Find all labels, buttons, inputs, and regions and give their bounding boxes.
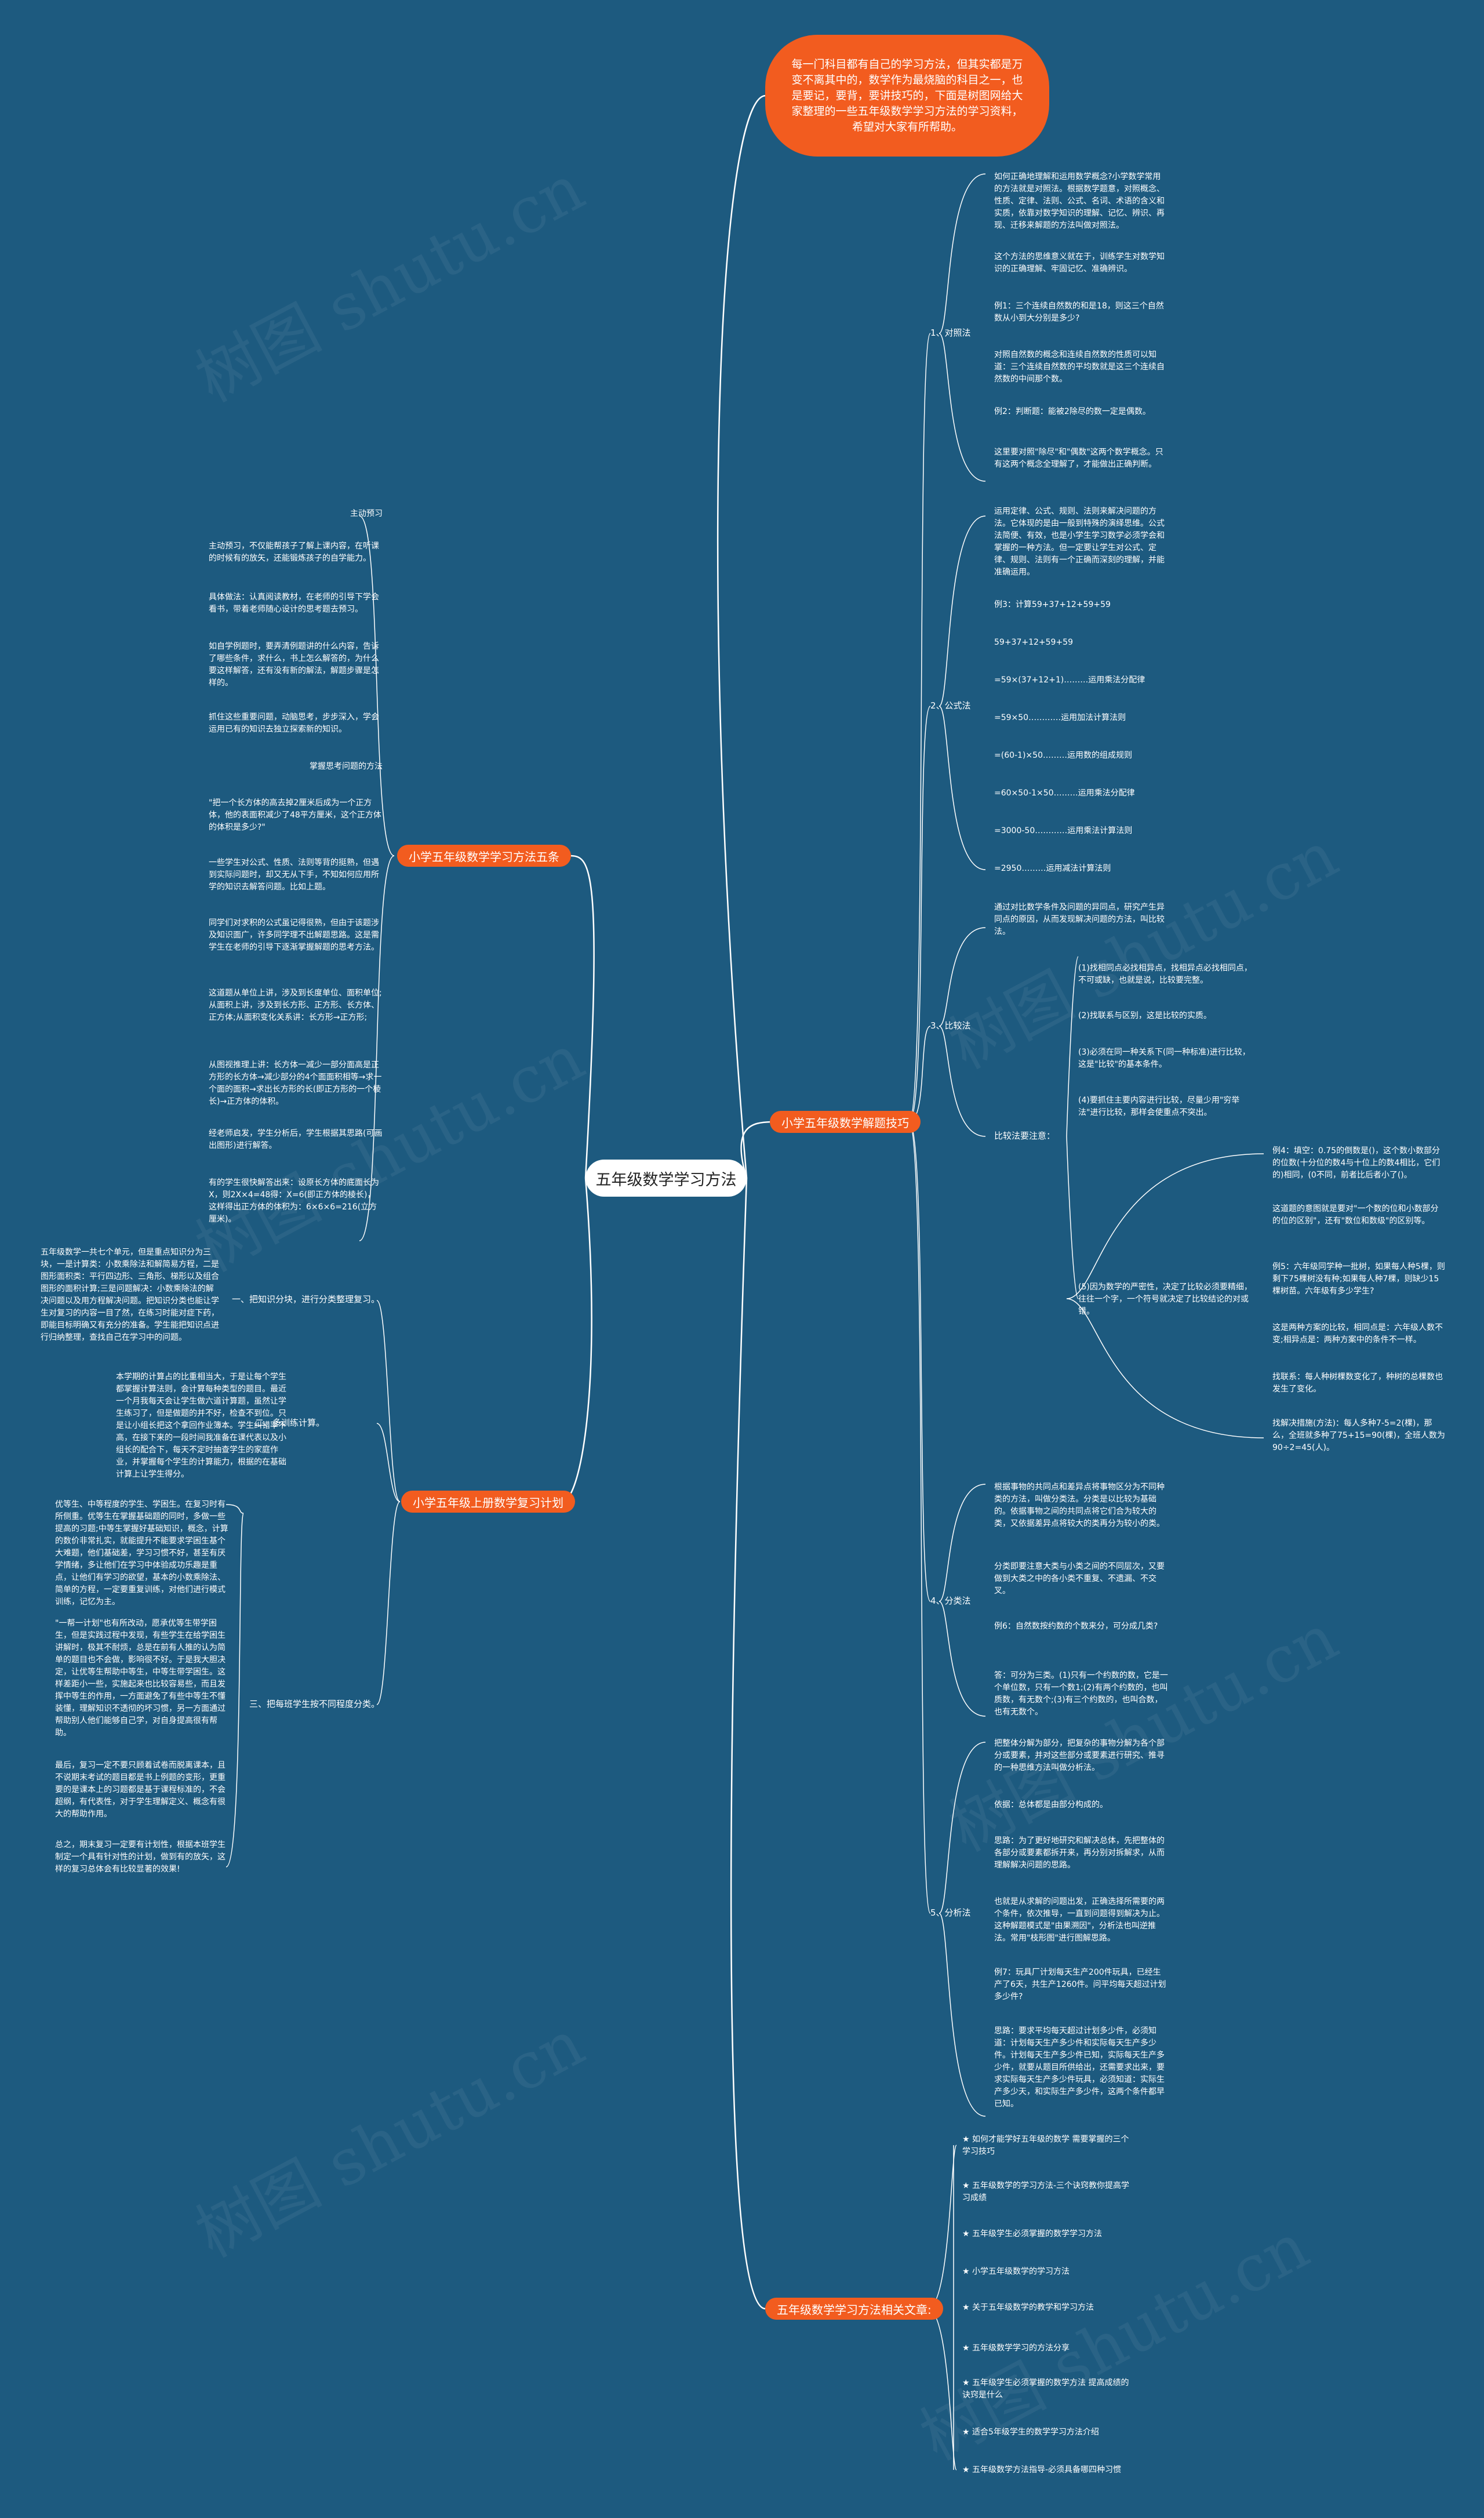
list-item: 本学期的计算占的比重相当大，于是让每个学生都掌握计算法则，会计算每种类型的题目。… bbox=[116, 1372, 286, 1479]
list-item: 例2：判断题：能被2除尽的数一定是偶数。 bbox=[994, 407, 1151, 416]
list-item: 如自学例题时，要弄清例题讲的什么内容，告诉了哪些条件，求什么，书上怎么解答的，为… bbox=[209, 642, 379, 688]
list-item: 这道题从单位上讲，涉及到长度单位、面积单位;从面积上讲，涉及到长方形、正方形、长… bbox=[209, 989, 382, 1022]
article-link[interactable]: ★ 小学五年级数学的学习方法 bbox=[962, 2267, 1070, 2276]
list-item: 这道题的意图就是要对"一个数的位和小数部分的位的区别"，还有"数位和数级"的区别… bbox=[1272, 1204, 1439, 1226]
list-item: 通过对比数学条件及问题的异同点，研究产生异同点的原因，从而发现解决问题的方法，叫… bbox=[994, 903, 1165, 936]
method-label: 2、公式法 bbox=[930, 700, 971, 711]
list-item: 这个方法的思维意义就在于，训练学生对数学知识的正确理解、牢固记忆、准确辨识。 bbox=[994, 252, 1165, 274]
branch-review-plan[interactable]: 小学五年级上册数学复习计划 bbox=[401, 1491, 575, 1513]
plan-sub-label: 二、多训练计算。 bbox=[255, 1418, 325, 1428]
branch-related-articles[interactable]: 五年级数学学习方法相关文章: bbox=[765, 2298, 943, 2320]
list-item: 例5：六年级同学种一批树，如果每人种5棵，则剩下75棵树没有种;如果每人种7棵，… bbox=[1272, 1262, 1445, 1296]
list-item: 例6：自然数按约数的个数来分，可分成几类? bbox=[994, 1622, 1158, 1631]
list-item: 59+37+12+59+59 bbox=[994, 638, 1073, 647]
list-item: =59×50…………运用加法计算法则 bbox=[994, 713, 1126, 722]
plan-sub-label: 三、把每班学生按不同程度分类。 bbox=[249, 1699, 380, 1709]
branch-problem-skills[interactable]: 小学五年级数学解题技巧 bbox=[770, 1111, 921, 1133]
list-item: 抓住这些重要问题，动脑思考，步步深入，学会运用已有的知识去独立探索新的知识。 bbox=[209, 713, 379, 734]
list-item: 主动预习 bbox=[350, 509, 383, 518]
list-item: (3)必须在同一种关系下(同一种标准)进行比较，这是"比较"的基本条件。 bbox=[1078, 1048, 1250, 1069]
method-label: 3、比较法 bbox=[930, 1020, 971, 1031]
article-link[interactable]: ★ 关于五年级数学的教学和学习方法 bbox=[962, 2303, 1094, 2312]
method-label: 5、分析法 bbox=[930, 1907, 971, 1918]
article-link[interactable]: ★ 五年级学生必须掌握的数学方法 提高成绩的诀窍是什么 bbox=[962, 2378, 1129, 2400]
list-item: 根据事物的共同点和差异点将事物区分为不同种类的方法，叫做分类法。分类是以比较为基… bbox=[994, 1483, 1165, 1528]
list-item: 例7：玩具厂计划每天生产200件玩具，已经生产了6天，共生产1260件。问平均每… bbox=[994, 1968, 1166, 2001]
list-item: =2950………运用减法计算法则 bbox=[994, 864, 1111, 873]
article-link[interactable]: ★ 五年级数学学习的方法分享 bbox=[962, 2343, 1070, 2353]
list-item: =(60-1)×50………运用数的组成规则 bbox=[994, 751, 1132, 760]
article-link[interactable]: ★ 五年级数学方法指导-必须具备哪四种习惯 bbox=[962, 2465, 1122, 2475]
list-item: 例4：填空：0.75的倒数是()，这个数小数部分的位数(十分位的数4与十位上的数… bbox=[1272, 1146, 1441, 1180]
article-link[interactable]: ★ 如何才能学好五年级的数学 需要掌握的三个学习技巧 bbox=[962, 2135, 1129, 2156]
list-item: =60×50-1×50………运用乘法分配律 bbox=[994, 789, 1135, 798]
article-link[interactable]: ★ 五年级数学的学习方法-三个诀窍教你提高学习成绩 bbox=[962, 2181, 1130, 2203]
list-item: 这里要对照"除尽"和"偶数"这两个数学概念。只有这两个概念全理解了，才能做出正确… bbox=[994, 448, 1163, 469]
list-item: 答：可分为三类。(1)只有一个约数的数，它是一个单位数，只有一个数1;(2)有两… bbox=[994, 1671, 1168, 1717]
list-item: 思路：为了更好地研究和解决总体，先把整体的各部分或要素都拆开来，再分别对拆解求，… bbox=[994, 1836, 1165, 1870]
list-item: =3000-50…………运用乘法计算法则 bbox=[994, 826, 1133, 835]
branch-review-methods[interactable]: 小学五年级数学学习方法五条 bbox=[397, 845, 571, 867]
list-item: 经老师启发，学生分析后，学生根据其思路(可画出图形)进行解答。 bbox=[209, 1129, 383, 1150]
list-item: 对照自然数的概念和连续自然数的性质可以知道：三个连续自然数的平均数就是这三个连续… bbox=[994, 350, 1165, 384]
list-item: 例3：计算59+37+12+59+59 bbox=[994, 600, 1111, 609]
list-item: 有的学生很快解答出来：设原长方体的底面长为X，则2X×4=48得：X=6(即正方… bbox=[209, 1178, 379, 1224]
list-item: (1)找相同点必找相异点，找相异点必找相同点，不可或缺，也就是说，比较要完整。 bbox=[1078, 964, 1252, 985]
list-item: (4)要抓住主要内容进行比较，尽量少用"穷举法"进行比较，那样会使重点不突出。 bbox=[1078, 1096, 1240, 1117]
list-item: 运用定律、公式、规则、法则来解决问题的方法。它体现的是由一般到特殊的演绎思维。公… bbox=[994, 507, 1165, 577]
article-link[interactable]: ★ 适合5年级学生的数学学习方法介绍 bbox=[962, 2428, 1099, 2437]
list-item: 主动预习，不仅能帮孩子了解上课内容，在听课的时候有的放矢，还能锻炼孩子的自学能力… bbox=[209, 542, 379, 563]
list-item: 最后，复习一定不要只顾着试卷而脱离课本，且不说期末考试的题目都是书上例题的变形，… bbox=[55, 1761, 225, 1819]
list-item: 具体做法：认真阅读教材，在老师的引导下学会看书，带着老师随心设计的思考题去预习。 bbox=[209, 593, 379, 614]
list-item: 五年级数学一共七个单元，但是重点知识分为三块，一是计算类：小数乘除法和解简易方程… bbox=[41, 1248, 219, 1342]
list-item: 找联系：每人种树棵数变化了，种树的总棵数也发生了变化。 bbox=[1272, 1372, 1443, 1394]
article-link[interactable]: ★ 五年级学生必须掌握的数学学习方法 bbox=[962, 2229, 1102, 2239]
list-item: 把整体分解为部分，把复杂的事物分解为各个部分或要素，并对这些部分或要素进行研究、… bbox=[994, 1739, 1165, 1772]
list-item: 找解决措施(方法)：每人多种7-5=2(棵)，那么，全班就多种了75+15=90… bbox=[1272, 1419, 1445, 1452]
list-item: 掌握思考问题的方法 bbox=[310, 762, 383, 771]
list-item: 思路：要求平均每天超过计划多少件，必须知道：计划每天生产多少件和实际每天生产多少… bbox=[994, 2026, 1165, 2109]
list-item: 这是两种方案的比较，相同点是：六年级人数不变;相异点是：两种方案中的条件不一样。 bbox=[1272, 1323, 1443, 1345]
list-item: "把一个长方体的高去掉2厘米后成为一个正方体，他的表面积减少了48平方厘米，这个… bbox=[209, 798, 381, 832]
list-item: (5)因为数学的严密性，决定了比较必须要精细，往往一个字，一个符号就决定了比较结… bbox=[1078, 1282, 1252, 1316]
method-sub-label: 比较法要注意： bbox=[994, 1131, 1056, 1141]
list-item: =59×(37+12+1)………运用乘法分配律 bbox=[994, 675, 1145, 685]
list-item: 从图视推理上讲：长方体一减少一部分面高是正方形的长方体→减少部分的4个面面积相等… bbox=[209, 1060, 382, 1106]
list-item: 同学们对求积的公式虽记得很熟，但由于该题涉及知识面广，许多同学理不出解题思路。这… bbox=[209, 918, 379, 952]
method-label: 1、对照法 bbox=[930, 328, 971, 338]
root-node[interactable]: 五年级数学学习方法 bbox=[585, 1160, 747, 1197]
list-item: 总之，期末复习一定要有计划性，根据本班学生制定一个具有针对性的计划，做到有的放矢… bbox=[55, 1840, 225, 1874]
method-label: 4、分类法 bbox=[930, 1596, 971, 1606]
list-item: 例1：三个连续自然数的和是18，则这三个自然数从小到大分别是多少? bbox=[994, 301, 1164, 323]
list-item: "一帮一计划"也有所改动，愿承优等生带学困生，但是实践过程中发现，有些学生在给学… bbox=[55, 1619, 225, 1738]
list-item: 依据：总体都是由部分构成的。 bbox=[994, 1800, 1108, 1810]
list-item: 分类即要注意大类与小类之间的不同层次，又要做到大类之中的各小类不重复、不遗漏、不… bbox=[994, 1562, 1165, 1596]
list-item: 一些学生对公式、性质、法则等背的挺熟，但遇到实际问题时，却又无从下手，不知如何应… bbox=[209, 858, 379, 892]
plan-sub-label: 一、把知识分块，进行分类整理复习。 bbox=[232, 1294, 380, 1305]
list-item: (2)找联系与区别，这是比较的实质。 bbox=[1078, 1011, 1212, 1020]
list-item: 如何正确地理解和运用数学概念?小学数学常用的方法就是对照法。根据数学题意，对照概… bbox=[994, 172, 1165, 230]
list-item: 优等生、中等程度的学生、学困生。在复习时有所侧重。优等生在掌握基础题的同时，多做… bbox=[55, 1500, 228, 1607]
intro-node[interactable]: 每一门科目都有自己的学习方法，但其实都是万变不离其中的，数学作为最烧脑的科目之一… bbox=[765, 35, 1049, 157]
list-item: 也就是从求解的问题出发，正确选择所需要的两个条件，依次推导，一直到问题得到解决为… bbox=[994, 1897, 1165, 1943]
